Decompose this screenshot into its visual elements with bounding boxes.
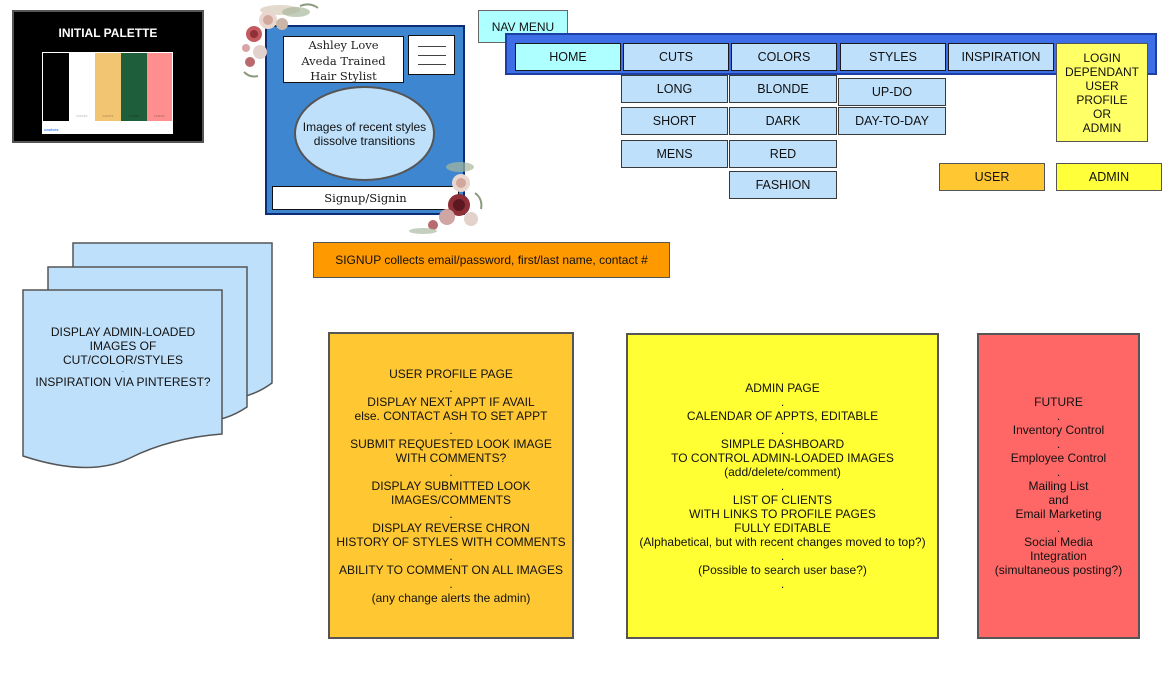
- docs-text: DISPLAY ADMIN-LOADED IMAGES OF CUT/COLOR…: [35, 325, 211, 389]
- stylist-title-box: Ashley Love Aveda Trained Hair Stylist: [283, 36, 404, 83]
- hamburger-menu-icon[interactable]: [408, 35, 455, 75]
- flower-decoration-icon: [242, 3, 319, 78]
- submenu-item-updo[interactable]: UP-DO: [838, 78, 946, 106]
- submenu-item-fashion[interactable]: FASHION: [729, 171, 837, 199]
- nav-item-styles[interactable]: STYLES: [840, 43, 946, 71]
- palette-title: INITIAL PALETTE: [58, 26, 158, 40]
- admin-page-panel: ADMIN PAGE . CALENDAR OF APPTS, EDITABLE…: [626, 333, 939, 639]
- coolors-logo: coolors: [44, 127, 59, 132]
- submenu-item-mens[interactable]: MENS: [621, 140, 728, 168]
- submenu-item-long[interactable]: LONG: [621, 75, 728, 103]
- image-slideshow: Images of recent styles dissolve transit…: [294, 86, 435, 181]
- user-profile-panel: USER PROFILE PAGE . DISPLAY NEXT APPT IF…: [328, 332, 574, 639]
- submenu-item-red[interactable]: RED: [729, 140, 837, 168]
- flower-decoration-icon: [409, 162, 483, 234]
- swatch: F2C572: [95, 53, 121, 121]
- swatch: 1F5E3B: [121, 53, 147, 121]
- stacked-documents-icon: [22, 242, 273, 469]
- signup-note: SIGNUP collects email/password, first/la…: [313, 242, 670, 278]
- swatch: FF8F8F: [147, 53, 172, 121]
- mobile-mockup: Ashley Love Aveda Trained Hair Stylist I…: [265, 25, 465, 215]
- nav-item-inspiration[interactable]: INSPIRATION: [948, 43, 1054, 71]
- nav-item-home[interactable]: HOME: [515, 43, 621, 71]
- nav-bar: HOME CUTS COLORS STYLES INSPIRATION: [505, 33, 1157, 75]
- admin-option[interactable]: ADMIN: [1056, 163, 1162, 191]
- user-option[interactable]: USER: [939, 163, 1045, 191]
- nav-item-colors[interactable]: COLORS: [731, 43, 837, 71]
- swatch: FFFFFF: [69, 53, 95, 121]
- submenu-item-day-to-day[interactable]: DAY-TO-DAY: [838, 107, 946, 135]
- signin-button[interactable]: Signup/Signin: [272, 186, 459, 210]
- palette-swatches: 000000 FFFFFF F2C572 1F5E3B FF8F8F coolo…: [42, 52, 173, 134]
- nav-item-cuts[interactable]: CUTS: [623, 43, 729, 71]
- future-features-panel: FUTURE . Inventory Control . Employee Co…: [977, 333, 1140, 639]
- swatch: 000000: [43, 53, 69, 121]
- palette-card: INITIAL PALETTE 000000 FFFFFF F2C572 1F5…: [12, 10, 204, 143]
- submenu-item-dark[interactable]: DARK: [729, 107, 837, 135]
- submenu-item-short[interactable]: SHORT: [621, 107, 728, 135]
- submenu-item-blonde[interactable]: BLONDE: [729, 75, 837, 103]
- login-dependant-box[interactable]: LOGIN DEPENDANT USER PROFILE OR ADMIN: [1056, 43, 1148, 142]
